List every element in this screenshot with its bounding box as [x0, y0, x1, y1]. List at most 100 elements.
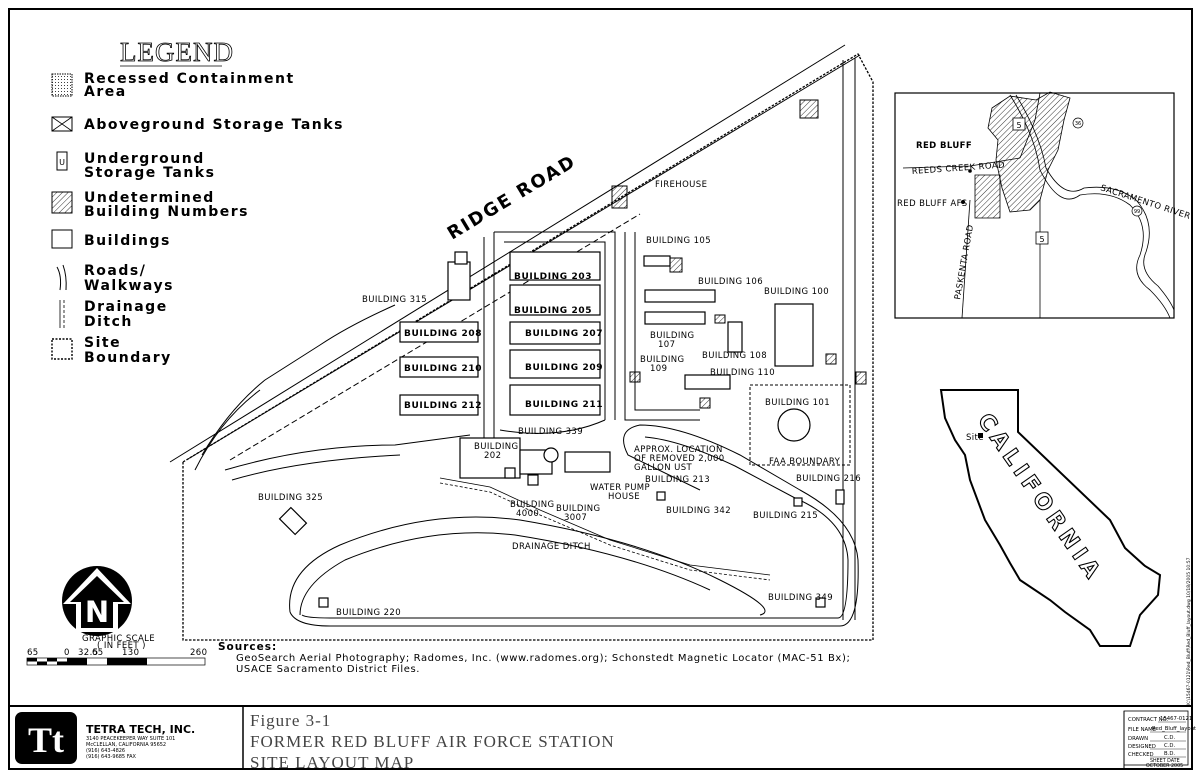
building-label: BUILDING 213 [645, 475, 710, 485]
building-216 [835, 489, 845, 505]
building-label: BUILDING 100 [764, 287, 829, 297]
building-label: BUILDING 220 [336, 608, 401, 618]
highway-99-shield [1131, 205, 1143, 217]
building-label: BUILDING 210 [404, 364, 482, 374]
legend-label: Drainage [84, 299, 168, 315]
checked-value: B.D. [1164, 751, 1175, 757]
building-label: BUILDING 209 [525, 363, 603, 373]
scale-unit: ( IN FEET ) [97, 641, 146, 651]
hatched-building-icon [51, 191, 73, 214]
building-211 [509, 384, 601, 416]
building-label: BUILDING 211 [525, 400, 603, 410]
building-label: BUILDING [556, 504, 601, 514]
drainage-ditch-icon [59, 300, 65, 328]
building-label: BUILDING 106 [698, 277, 763, 287]
building-210 [399, 356, 479, 378]
file-label: FILE NAME [1128, 727, 1157, 733]
building-220 [318, 597, 329, 608]
figure-title: FORMER RED BLUFF AIR FORCE STATION [250, 732, 615, 751]
building-label: 107 [658, 340, 675, 350]
site-boundary [182, 53, 874, 641]
figure-subtitle: SITE LAYOUT MAP [250, 753, 414, 772]
building-label: BUILDING 325 [258, 493, 323, 503]
building-4000 [504, 467, 516, 479]
drawn-value: C.D. [1164, 735, 1175, 741]
firehouse-label: FIREHOUSE [655, 180, 707, 190]
buildings [278, 99, 867, 608]
graphic-scale: GRAPHIC SCALE ( IN FEET ) 65 0 32.5 65 1… [26, 634, 207, 666]
scale-tick: 65 [92, 648, 104, 658]
drainage-ditch-label: DRAINAGE DITCH [512, 542, 591, 552]
building-label: BUILDING [650, 331, 695, 341]
highway-label: 5 [1016, 121, 1021, 130]
building-label: BUILDING 315 [362, 295, 427, 305]
legend-label: Building Numbers [84, 204, 249, 220]
sources-line: GeoSearch Aerial Photography; Radomes, I… [236, 653, 850, 664]
building-label: BUILDING 215 [753, 511, 818, 521]
legend-label: Ditch [84, 314, 133, 330]
hatched-building [714, 314, 726, 324]
legend-label: Storage Tanks [84, 165, 215, 181]
sources: Sources: GeoSearch Aerial Photography; R… [218, 641, 850, 675]
aboveground-tank-icon [51, 116, 73, 132]
building-label: BUILDING 110 [710, 368, 775, 378]
company-phone: (916) 643-4826 [86, 748, 125, 754]
building-label: BUILDING 105 [646, 236, 711, 246]
file-value: Red_Bluff_layout [1152, 726, 1196, 732]
scale-tick: 65 [27, 648, 39, 658]
underground-tank-icon: U [56, 151, 68, 171]
scale-title: GRAPHIC SCALE [82, 634, 155, 644]
legend: LEGEND Recessed Containment Area Abovegr… [51, 37, 344, 366]
building-label: BUILDING 207 [525, 329, 603, 339]
hatched-building [799, 99, 819, 119]
building-100 [774, 303, 814, 367]
building-label: 109 [650, 364, 667, 374]
building-label: 4000 [516, 509, 539, 519]
contract-label: CONTRACT NO. [1128, 717, 1169, 723]
annex [454, 251, 468, 265]
building-label: BUILDING 101 [765, 398, 830, 408]
building-label: 3007 [564, 513, 587, 523]
north-arrow: N [62, 566, 132, 636]
highway-36-shield [1072, 117, 1084, 129]
building-label: BUILDING 205 [514, 306, 592, 316]
scale-tick: 32.5 [78, 648, 99, 658]
site-marker [978, 433, 983, 438]
building-label: BUILDING [640, 355, 685, 365]
building-106 [644, 289, 716, 303]
legend-label: Aboveground Storage Tanks [84, 117, 344, 133]
recessed-containment-icon [51, 73, 73, 97]
tank [543, 447, 559, 463]
site-boundary-icon [51, 338, 73, 360]
map-labels: FIREHOUSE BUILDING 105 BUILDING 106 BUIL… [258, 180, 861, 618]
ust-label: APPROX. LOCATION [634, 445, 723, 455]
building-349 [815, 597, 826, 608]
sources-title: Sources: [218, 641, 277, 653]
highway-label: 5 [1039, 235, 1044, 244]
building-315 [447, 261, 471, 301]
building-105 [643, 255, 671, 267]
legend-label: Recessed Containment [84, 71, 295, 87]
building-label: BUILDING 349 [768, 593, 833, 603]
building-215 [793, 497, 803, 507]
water-pump-label: HOUSE [608, 492, 640, 502]
building-label: BUILDING 342 [666, 506, 731, 516]
ust-label: GALLON UST [634, 463, 693, 473]
hatched-building [855, 371, 867, 385]
legend-label: Area [84, 84, 127, 100]
ust-glyph: U [59, 158, 65, 167]
building-label: BUILDING 208 [404, 329, 482, 339]
contract-value: 15467-0121 [1160, 716, 1192, 722]
hatched-building [669, 257, 683, 273]
faa-boundary-label: FAA BOUNDARY [769, 457, 841, 467]
interstate-5-shield [1012, 117, 1026, 131]
sheet-border [8, 8, 1193, 770]
interior-roads [194, 231, 859, 627]
road-icon [56, 264, 67, 291]
hatched-building [629, 371, 641, 383]
inset-afs-label: RED BLUFF AFS [897, 199, 968, 209]
legend-label: Underground [84, 151, 205, 167]
company-address: 3140 PEACEKEEPER WAY SUITE 101 [86, 736, 175, 742]
building-325 [278, 506, 308, 536]
ust-label: OF REMOVED 2,000 [634, 454, 725, 464]
